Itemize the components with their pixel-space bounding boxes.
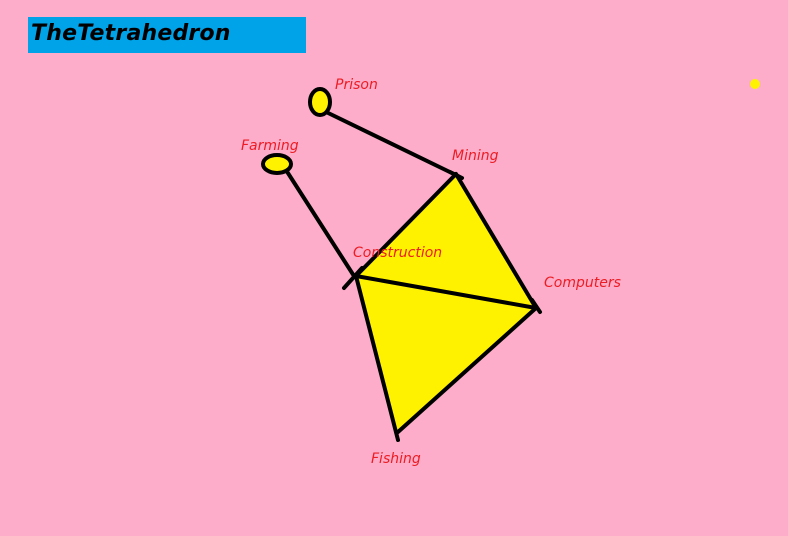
label-fishing: Fishing bbox=[371, 451, 421, 467]
farming-node[interactable] bbox=[261, 153, 293, 175]
tick-computers bbox=[530, 298, 542, 314]
label-construction: Construction bbox=[353, 245, 443, 261]
yellow-dot bbox=[750, 79, 760, 89]
label-farming: Farming bbox=[241, 138, 299, 154]
label-computers: Computers bbox=[544, 275, 621, 291]
edge-farming-construction bbox=[284, 168, 356, 278]
tick-construction bbox=[342, 266, 364, 290]
edge-computers-fishing bbox=[396, 306, 538, 434]
prison-node[interactable] bbox=[308, 87, 332, 117]
edge-construction-fishing bbox=[354, 274, 400, 442]
edge-mining-construction bbox=[354, 172, 458, 278]
upper-face bbox=[356, 174, 536, 308]
lower-face bbox=[356, 276, 536, 432]
label-mining: Mining bbox=[452, 148, 499, 164]
tick-mining bbox=[448, 170, 464, 180]
label-prison: Prison bbox=[335, 77, 378, 93]
edge-construction-computers bbox=[354, 274, 538, 310]
edge-mining-computers bbox=[454, 172, 538, 310]
edge-prison-mining bbox=[320, 108, 460, 178]
title-banner: TheTetrahedron bbox=[28, 17, 306, 53]
page-title: TheTetrahedron bbox=[31, 21, 231, 46]
